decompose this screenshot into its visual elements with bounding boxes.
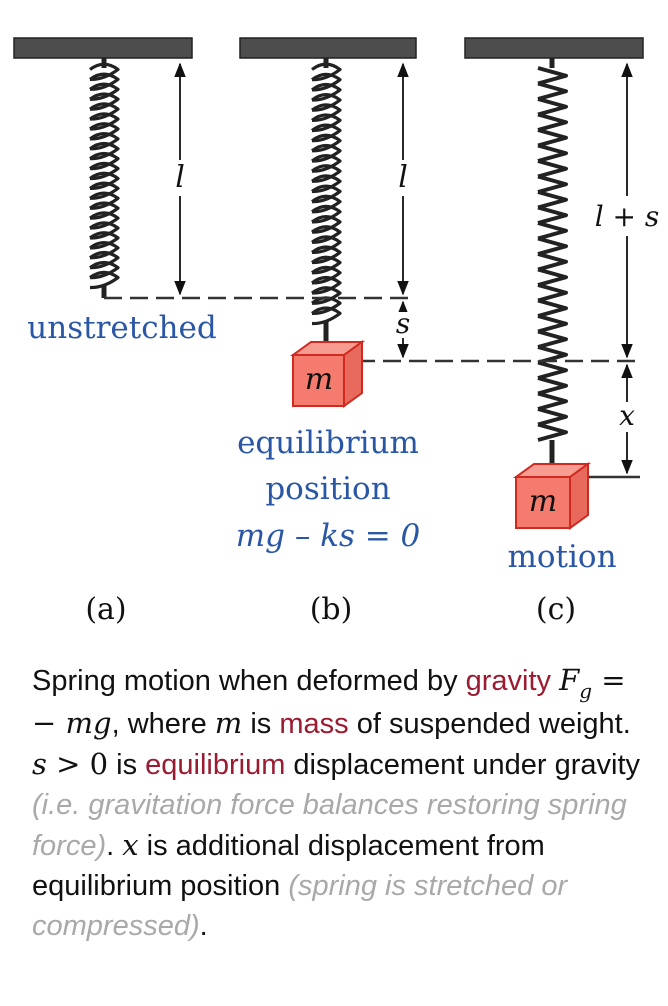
state-label-motion: motion xyxy=(507,539,616,575)
caption-aside-1: (i.e. gravitation force balances restori… xyxy=(32,789,627,862)
mass-label-b: m xyxy=(305,362,333,397)
caption-math-m: m xyxy=(214,706,243,740)
caption-aside-2: (spring is stretched or compressed) xyxy=(32,870,568,942)
ceiling-a xyxy=(13,37,193,59)
state-label-position: position xyxy=(265,471,390,507)
mass-block-c: m xyxy=(512,462,592,530)
panel-caption-b: (b) xyxy=(310,592,353,627)
caption-math-g: g xyxy=(579,679,593,703)
caption-text: , where xyxy=(111,708,215,740)
caption-math-eq: = − xyxy=(32,663,626,740)
equilibrium-equation: mg – ks = 0 xyxy=(236,518,421,554)
caption-text: is xyxy=(108,749,146,781)
spring-b xyxy=(311,58,342,342)
caption-text: is additional displacement from equilibr… xyxy=(32,830,545,902)
caption-term-gravity: gravity xyxy=(465,665,552,697)
mass-label-c: m xyxy=(529,484,557,519)
spring-c xyxy=(537,58,568,464)
caption-text: of suspended weight. xyxy=(348,708,631,740)
caption-math-x: x xyxy=(122,828,139,862)
ceiling-b xyxy=(239,37,417,59)
state-label-equilibrium: equilibrium xyxy=(237,425,419,461)
ceiling-c xyxy=(464,37,644,59)
displacement-label-x: x xyxy=(619,399,635,432)
caption-text: displacement under gravity xyxy=(285,749,641,781)
state-label-unstretched: unstretched xyxy=(27,310,216,346)
stretch-label-s: s xyxy=(396,307,410,340)
caption-text: Spring motion when deformed by xyxy=(32,665,466,697)
length-label-c: l + s xyxy=(595,200,660,233)
mass-block-b: m xyxy=(289,340,366,408)
caption-text: is xyxy=(242,708,280,740)
caption-term-mass: mass xyxy=(279,708,349,740)
caption-text: . xyxy=(106,830,123,862)
panel-caption-a: (a) xyxy=(85,592,126,627)
spring-diagram: l l s l + s x m m unstretched equilibriu… xyxy=(13,37,660,627)
caption-text: . xyxy=(199,910,208,942)
spring-a xyxy=(89,58,120,298)
caption-math-s: s xyxy=(32,747,47,781)
length-label-b: l xyxy=(398,160,408,195)
length-label-a: l xyxy=(175,160,185,195)
caption-math-mg: mg xyxy=(65,706,112,740)
caption-term-equilibrium: equilibrium xyxy=(145,749,286,781)
caption-math-gt0: > 0 xyxy=(46,747,109,781)
figure-caption: Spring motion when deformed by gravity F… xyxy=(32,660,652,946)
panel-caption-c: (c) xyxy=(536,592,576,627)
caption-math-f: F xyxy=(559,663,580,697)
